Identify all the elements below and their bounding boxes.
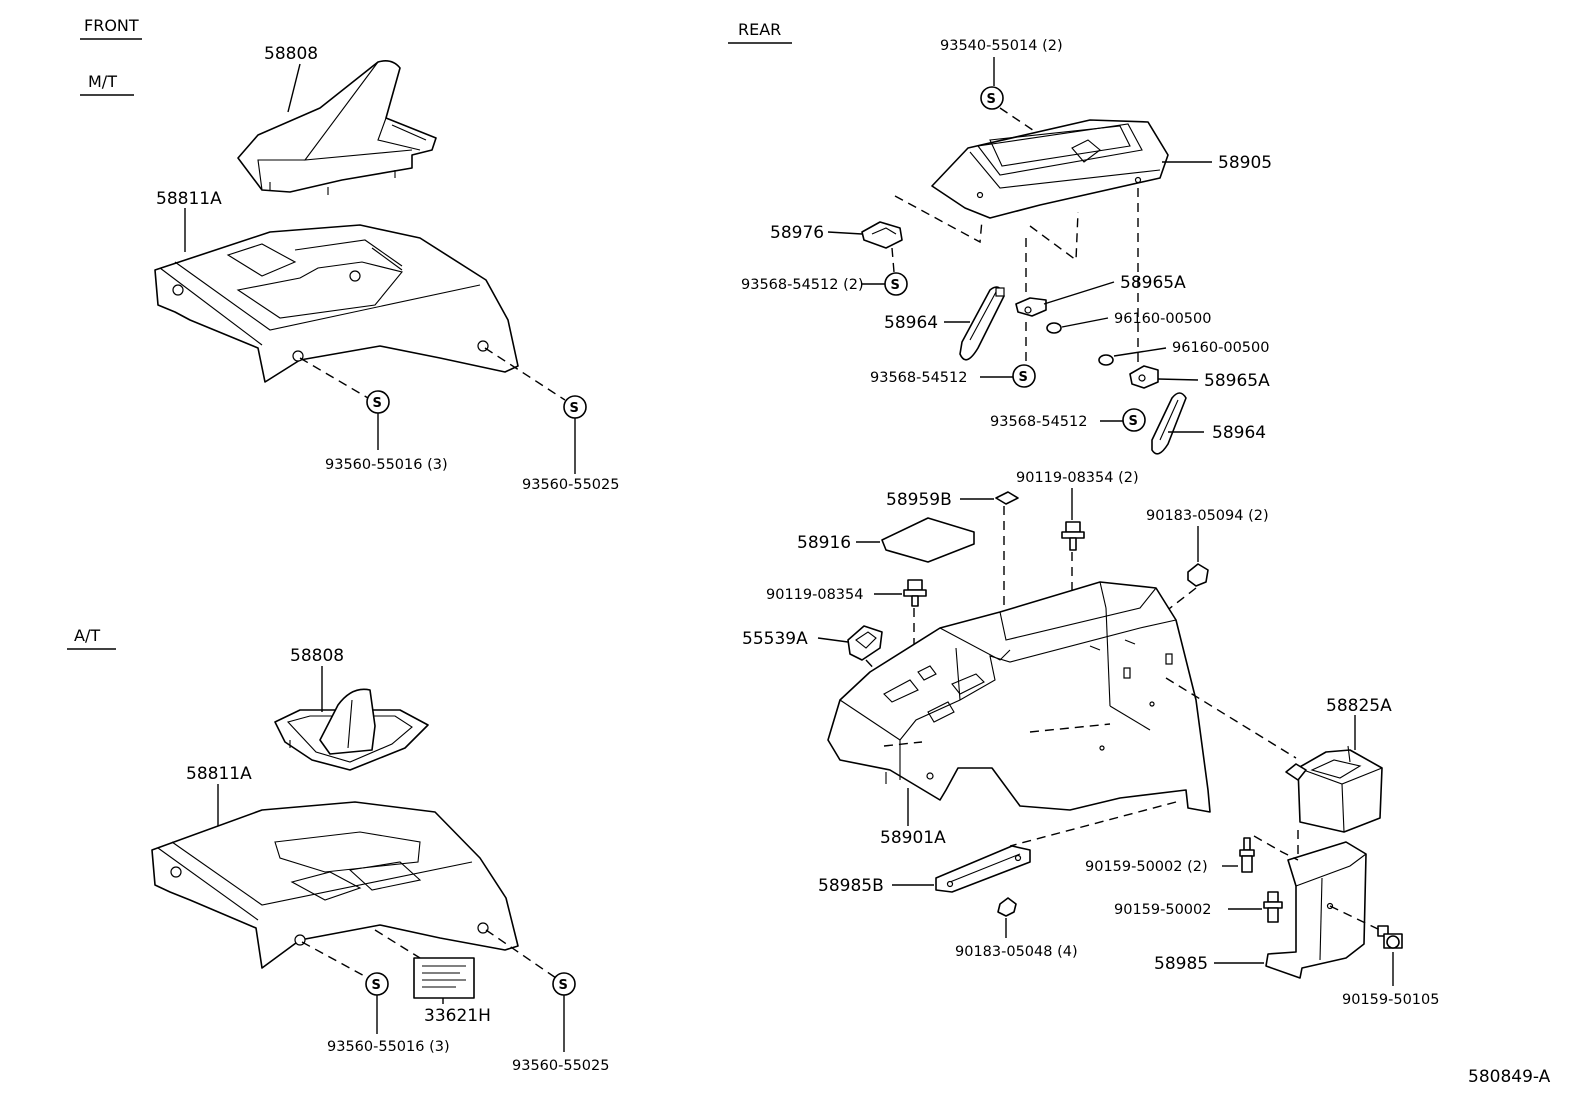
svg-text:S: S	[570, 401, 579, 416]
mt-screw-a-label: 93560-55016 (3)	[325, 457, 448, 473]
svg-text:S: S	[559, 978, 568, 993]
mt-screw-b-symbol: S	[563, 395, 587, 419]
rear-arm-right-label: 58964	[1212, 423, 1266, 443]
rear-hinge-upper-label: 58965A	[1120, 273, 1186, 293]
rear-hinge-lower	[1129, 365, 1159, 389]
rear-nut-upper-label: 96160-00500	[1114, 311, 1212, 327]
rear-stopper	[861, 221, 903, 249]
rear-pad-small-label: 58959B	[886, 490, 952, 510]
rear-bracket-small-label: 58985B	[818, 876, 884, 896]
rear-ashtray	[1285, 745, 1383, 833]
rear-bolt-bracket-b	[1263, 891, 1283, 923]
rear-bolt-top	[1061, 521, 1085, 551]
rear-nut-lower	[1098, 354, 1114, 366]
rear-arm-left-label: 58964	[884, 313, 938, 333]
mt-screw-b-label: 93560-55025	[522, 477, 620, 493]
rear-console-box	[827, 581, 1211, 813]
rear-bolt-bracket-a-label: 90159-50002 (2)	[1085, 859, 1208, 875]
rear-console-box-label: 58901A	[880, 828, 946, 848]
figure-id: 580849-A	[1468, 1067, 1551, 1087]
rear-bolt-left-label: 90119-08354	[766, 587, 864, 603]
rear-bolt-left	[903, 579, 927, 607]
section-front-heading: FRONT	[84, 16, 139, 35]
mt-shift-boot	[237, 60, 437, 195]
svg-text:S: S	[891, 278, 900, 293]
rear-pad	[881, 517, 975, 563]
mt-panel-label: 58811A	[156, 189, 222, 209]
at-panel-label: 58811A	[186, 764, 252, 784]
rear-screw-stopper-symbol: S	[884, 272, 908, 296]
at-label-part-number: 33621H	[424, 1006, 491, 1026]
at-boot-label: 58808	[290, 646, 344, 666]
rear-bolt-bracket-b-label: 90159-50002	[1114, 902, 1212, 918]
at-caution-label-plate	[413, 957, 475, 999]
rear-nut-clip-label: 90183-05094 (2)	[1146, 508, 1269, 524]
rear-screw-lower-symbol: S	[1122, 408, 1146, 432]
rear-console-lid	[931, 119, 1169, 219]
mt-screw-a-symbol: S	[366, 390, 390, 414]
svg-text:S: S	[987, 92, 996, 107]
at-shift-boot	[274, 688, 429, 771]
rear-bracket	[1265, 841, 1367, 979]
rear-nut-lower-label: 96160-00500	[1172, 340, 1270, 356]
at-screw-b-symbol: S	[552, 972, 576, 996]
svg-text:S: S	[1129, 414, 1138, 429]
rear-hinge-upper	[1015, 297, 1047, 317]
rear-nut-upper	[1046, 322, 1062, 334]
rear-switch-bracket	[847, 625, 883, 661]
rear-screw-top-symbol: S	[980, 86, 1004, 110]
rear-arm-left	[959, 286, 1005, 361]
svg-text:S: S	[373, 396, 382, 411]
section-at-heading: A/T	[74, 626, 100, 645]
rear-bolt-bracket-a	[1239, 837, 1255, 873]
mt-console-panel	[154, 224, 519, 383]
section-rear-heading: REAR	[738, 20, 781, 39]
rear-screw-top-label: 93540-55014 (2)	[940, 38, 1063, 54]
rear-bolt-top-label: 90119-08354 (2)	[1016, 470, 1139, 486]
rear-screw-mid-symbol: S	[1012, 364, 1036, 388]
svg-text:S: S	[1019, 370, 1028, 385]
rear-bracket-small	[935, 845, 1031, 893]
rear-nut-bottom-label: 90183-05048 (4)	[955, 944, 1078, 960]
rear-pad-label: 58916	[797, 533, 851, 553]
rear-arm-right	[1151, 392, 1187, 455]
rear-stopper-label: 58976	[770, 223, 824, 243]
rear-nut-clip	[1187, 563, 1209, 587]
rear-lid-label: 58905	[1218, 153, 1272, 173]
rear-bracket-label: 58985	[1154, 954, 1208, 974]
rear-hinge-lower-label: 58965A	[1204, 371, 1270, 391]
rear-bolt-side-label: 90159-50105	[1342, 992, 1440, 1008]
rear-nut-bottom	[997, 897, 1017, 917]
rear-pad-small	[995, 491, 1019, 505]
rear-ashtray-label: 58825A	[1326, 696, 1392, 716]
mt-boot-label: 58808	[264, 44, 318, 64]
rear-screw-lower-label: 93568-54512	[990, 414, 1088, 430]
at-screw-b-label: 93560-55025	[512, 1058, 610, 1074]
rear-screw-mid-label: 93568-54512	[870, 370, 968, 386]
section-mt-heading: M/T	[88, 72, 117, 91]
at-screw-a-symbol: S	[365, 972, 389, 996]
at-console-panel	[151, 801, 519, 969]
svg-text:S: S	[372, 978, 381, 993]
at-screw-a-label: 93560-55016 (3)	[327, 1039, 450, 1055]
rear-bolt-side	[1377, 925, 1403, 949]
rear-switch-bracket-label: 55539A	[742, 629, 808, 649]
rear-screw-stopper-label: 93568-54512 (2)	[741, 277, 864, 293]
